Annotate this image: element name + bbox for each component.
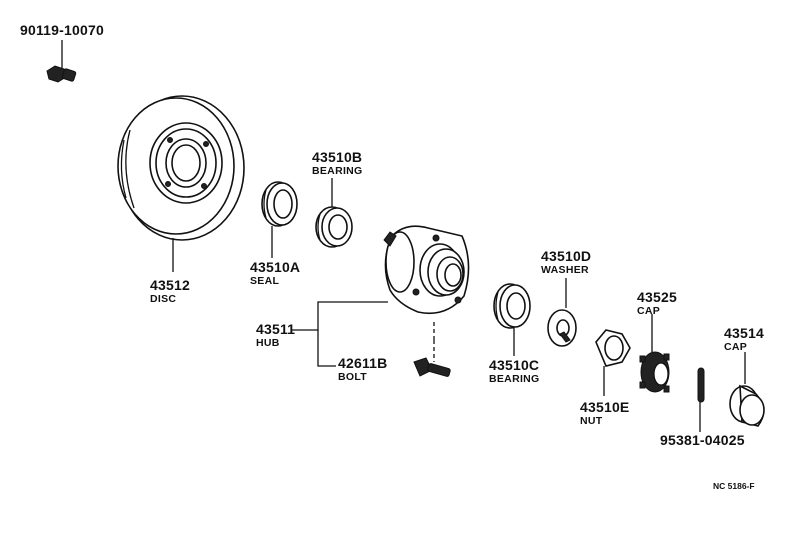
bolt-90119-part[interactable] (46, 40, 77, 83)
disc-name: DISC (150, 293, 176, 305)
hub-number: 43511 (256, 321, 295, 337)
washer-name: WASHER (541, 264, 589, 276)
hub-leader (292, 301, 388, 331)
bearing-outer-name: BEARING (489, 373, 540, 385)
nut-cap-number: 43525 (637, 289, 677, 305)
hub-bolt-name: BOLT (338, 371, 367, 383)
nut-name: NUT (580, 415, 603, 427)
bearing-outer-part[interactable] (493, 283, 531, 356)
washer-part[interactable] (547, 278, 577, 347)
cotter-pin-part[interactable] (697, 367, 705, 432)
grease-cap-name: CAP (724, 341, 747, 353)
hub-bolt-leader (317, 330, 336, 367)
hub-bolt-part[interactable] (413, 340, 451, 377)
grease-cap-number: 43514 (724, 325, 764, 341)
washer-number: 43510D (541, 248, 591, 264)
seal-number: 43510A (250, 259, 300, 275)
nut-cap-part[interactable] (639, 314, 670, 393)
diagram-ref-code: NC 5186-F (713, 481, 755, 491)
bearing-inner-number: 43510B (312, 149, 362, 165)
nut-cap-name: CAP (637, 305, 660, 317)
bearing-inner-part[interactable] (315, 178, 353, 248)
seal-name: SEAL (250, 275, 279, 287)
disc-number: 43512 (150, 277, 190, 293)
seal-part[interactable] (261, 181, 298, 258)
disc-part[interactable] (117, 95, 245, 272)
hub-part[interactable] (383, 225, 470, 340)
cotter-pin-number: 95381-04025 (660, 432, 745, 448)
nut-part[interactable] (595, 329, 631, 396)
nut-number: 43510E (580, 399, 629, 415)
bolt-90119-number: 90119-10070 (20, 22, 104, 38)
bearing-outer-number: 43510C (489, 357, 539, 373)
bearing-inner-name: BEARING (312, 165, 363, 177)
hub-bolt-number: 42611B (338, 355, 387, 371)
grease-cap-part[interactable] (729, 352, 765, 427)
hub-name: HUB (256, 337, 280, 349)
